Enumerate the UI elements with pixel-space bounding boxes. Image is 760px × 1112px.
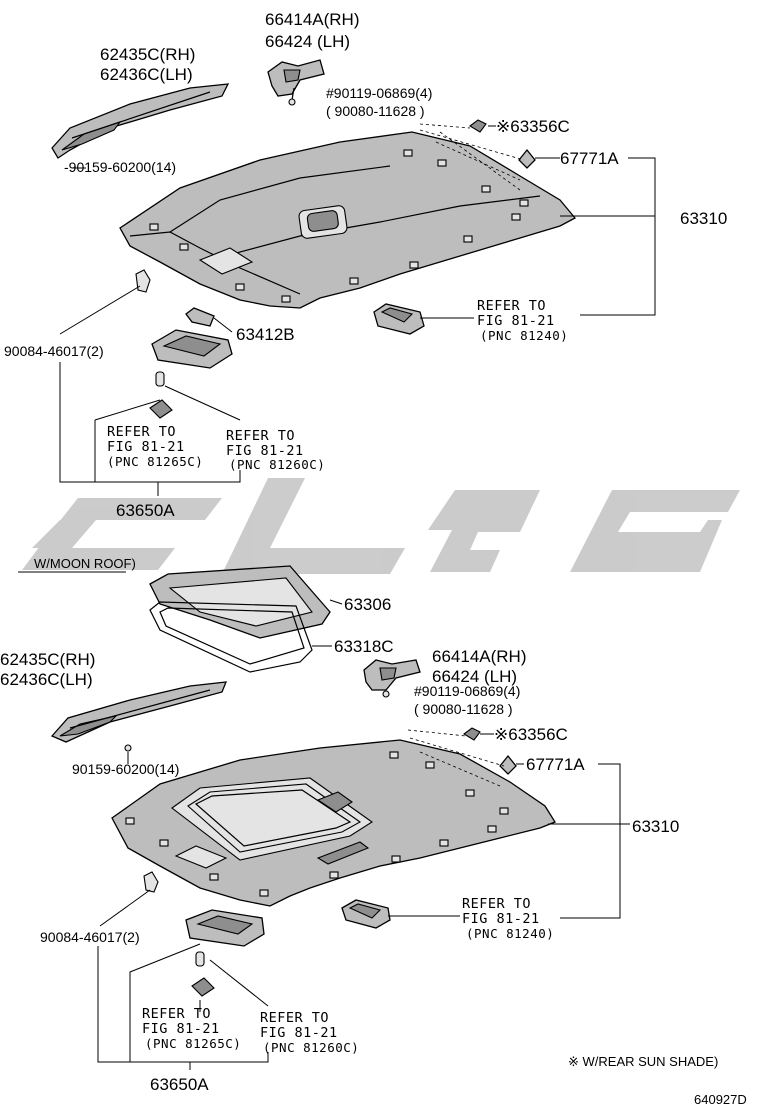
headliner-63310-upper bbox=[119, 131, 577, 309]
svg-text:FIG 81-21: FIG 81-21 bbox=[260, 1025, 338, 1041]
label-62436c-lower: 62436C(LH) bbox=[0, 670, 93, 689]
label-63650a-upper: 63650A bbox=[116, 501, 175, 520]
label-66414a-upper: 66414A(RH) bbox=[265, 10, 360, 29]
label-90080-lower: ( 90080-11628 ) bbox=[414, 701, 513, 717]
clip-63356c-lower bbox=[463, 727, 481, 741]
headliner-63310-lower bbox=[111, 739, 556, 907]
console-63650a-lower bbox=[185, 909, 265, 997]
svg-text:REFER TO: REFER TO bbox=[142, 1006, 211, 1022]
svg-text:(PNC 81260C): (PNC 81260C) bbox=[229, 457, 325, 472]
ref-81265c-lower: REFER TO FIG 81-21 (PNC 81265C) bbox=[142, 1006, 241, 1051]
bracket-66414a-upper bbox=[267, 59, 325, 106]
label-90084-lower: 90084-46017(2) bbox=[40, 929, 140, 945]
ref-81240-lower: REFER TO FIG 81-21 (PNC 81240) bbox=[462, 896, 554, 941]
label-66424-lower: 66424 (LH) bbox=[432, 667, 517, 686]
clip-90084-lower bbox=[143, 871, 159, 893]
svg-text:FIG 81-21: FIG 81-21 bbox=[142, 1021, 220, 1037]
label-63310-lower: 63310 bbox=[632, 817, 679, 836]
headliner-holes-lower bbox=[125, 751, 509, 897]
bracket-66414a-lower bbox=[363, 659, 421, 698]
lower-assembly: W/MOON ROOF) bbox=[0, 556, 679, 1094]
label-90159-upper: -90159-60200(14) bbox=[64, 159, 176, 175]
label-63412b-upper: 63412B bbox=[236, 325, 295, 344]
clip-67771a-upper bbox=[518, 148, 536, 169]
assist-grip-rail-lower bbox=[50, 681, 228, 752]
label-66414a-lower: 66414A(RH) bbox=[432, 647, 527, 666]
svg-text:FIG 81-21: FIG 81-21 bbox=[462, 911, 540, 927]
label-63356c-upper: ※63356C bbox=[496, 117, 570, 136]
label-90080-upper: ( 90080-11628 ) bbox=[326, 103, 425, 119]
label-63318c: 63318C bbox=[334, 637, 394, 656]
svg-text:FIG 81-21: FIG 81-21 bbox=[477, 313, 555, 329]
console-63650a-upper bbox=[149, 329, 233, 419]
watermark-logo bbox=[22, 478, 740, 574]
assist-grip-rail-upper bbox=[51, 83, 230, 159]
label-62436c-upper: 62436C(LH) bbox=[100, 65, 193, 84]
label-63650a-lower: 63650A bbox=[150, 1075, 209, 1094]
figure-id: 640927D bbox=[694, 1092, 747, 1107]
label-90119-upper: #90119-06869(4) bbox=[326, 85, 432, 101]
label-66424-upper: 66424 (LH) bbox=[265, 32, 350, 51]
label-62435c-lower: 62435C(RH) bbox=[0, 650, 95, 669]
svg-text:(PNC 81265C): (PNC 81265C) bbox=[107, 454, 203, 469]
svg-text:(PNC 81240): (PNC 81240) bbox=[480, 328, 568, 343]
svg-text:REFER TO: REFER TO bbox=[477, 298, 546, 314]
label-90159-lower: 90159-60200(14) bbox=[72, 761, 179, 777]
label-63306: 63306 bbox=[344, 595, 391, 614]
label-63356c-lower: ※63356C bbox=[494, 725, 568, 744]
svg-text:REFER TO: REFER TO bbox=[462, 896, 531, 912]
section-title-moon-roof: W/MOON ROOF) bbox=[34, 556, 136, 571]
bracket-63412b-upper bbox=[185, 307, 215, 327]
sunroof-frame-63306 bbox=[149, 565, 331, 639]
label-90119-lower: #90119-06869(4) bbox=[414, 683, 520, 699]
clip-90084-upper bbox=[135, 269, 151, 293]
ref-81265c-upper: REFER TO FIG 81-21 (PNC 81265C) bbox=[107, 424, 203, 469]
sun-visor-light-upper bbox=[373, 303, 425, 335]
label-67771a-upper: 67771A bbox=[560, 149, 619, 168]
svg-text:(PNC 81265C): (PNC 81265C) bbox=[145, 1036, 241, 1051]
svg-text:FIG 81-21: FIG 81-21 bbox=[107, 439, 185, 455]
label-63310-upper: 63310 bbox=[680, 209, 727, 228]
svg-text:REFER TO: REFER TO bbox=[226, 428, 295, 444]
svg-text:FIG 81-21: FIG 81-21 bbox=[226, 443, 304, 459]
upper-assembly: 62435C(RH) 62436C(LH) 66414A(RH) 66424 (… bbox=[4, 10, 727, 520]
clip-67771a-lower bbox=[499, 754, 517, 775]
svg-text:(PNC 81240): (PNC 81240) bbox=[466, 926, 554, 941]
svg-text:REFER TO: REFER TO bbox=[260, 1010, 329, 1026]
ref-81260c-upper: REFER TO FIG 81-21 (PNC 81260C) bbox=[226, 428, 325, 472]
label-62435c-upper: 62435C(RH) bbox=[100, 45, 195, 64]
ref-81260c-lower: REFER TO FIG 81-21 (PNC 81260C) bbox=[260, 1010, 359, 1055]
headliner-holes-upper bbox=[149, 149, 529, 303]
svg-text:REFER TO: REFER TO bbox=[107, 424, 176, 440]
footnote-rear-sun-shade: ※ W/REAR SUN SHADE) bbox=[568, 1054, 718, 1069]
seal-63318c bbox=[149, 601, 313, 673]
svg-text:(PNC 81260C): (PNC 81260C) bbox=[263, 1040, 359, 1055]
sun-visor-light-lower bbox=[341, 899, 391, 929]
label-90084-upper: 90084-46017(2) bbox=[4, 343, 104, 359]
ref-81240-upper: REFER TO FIG 81-21 (PNC 81240) bbox=[477, 298, 568, 343]
clip-63356c-upper bbox=[469, 119, 487, 133]
label-67771a-lower: 67771A bbox=[526, 755, 585, 774]
